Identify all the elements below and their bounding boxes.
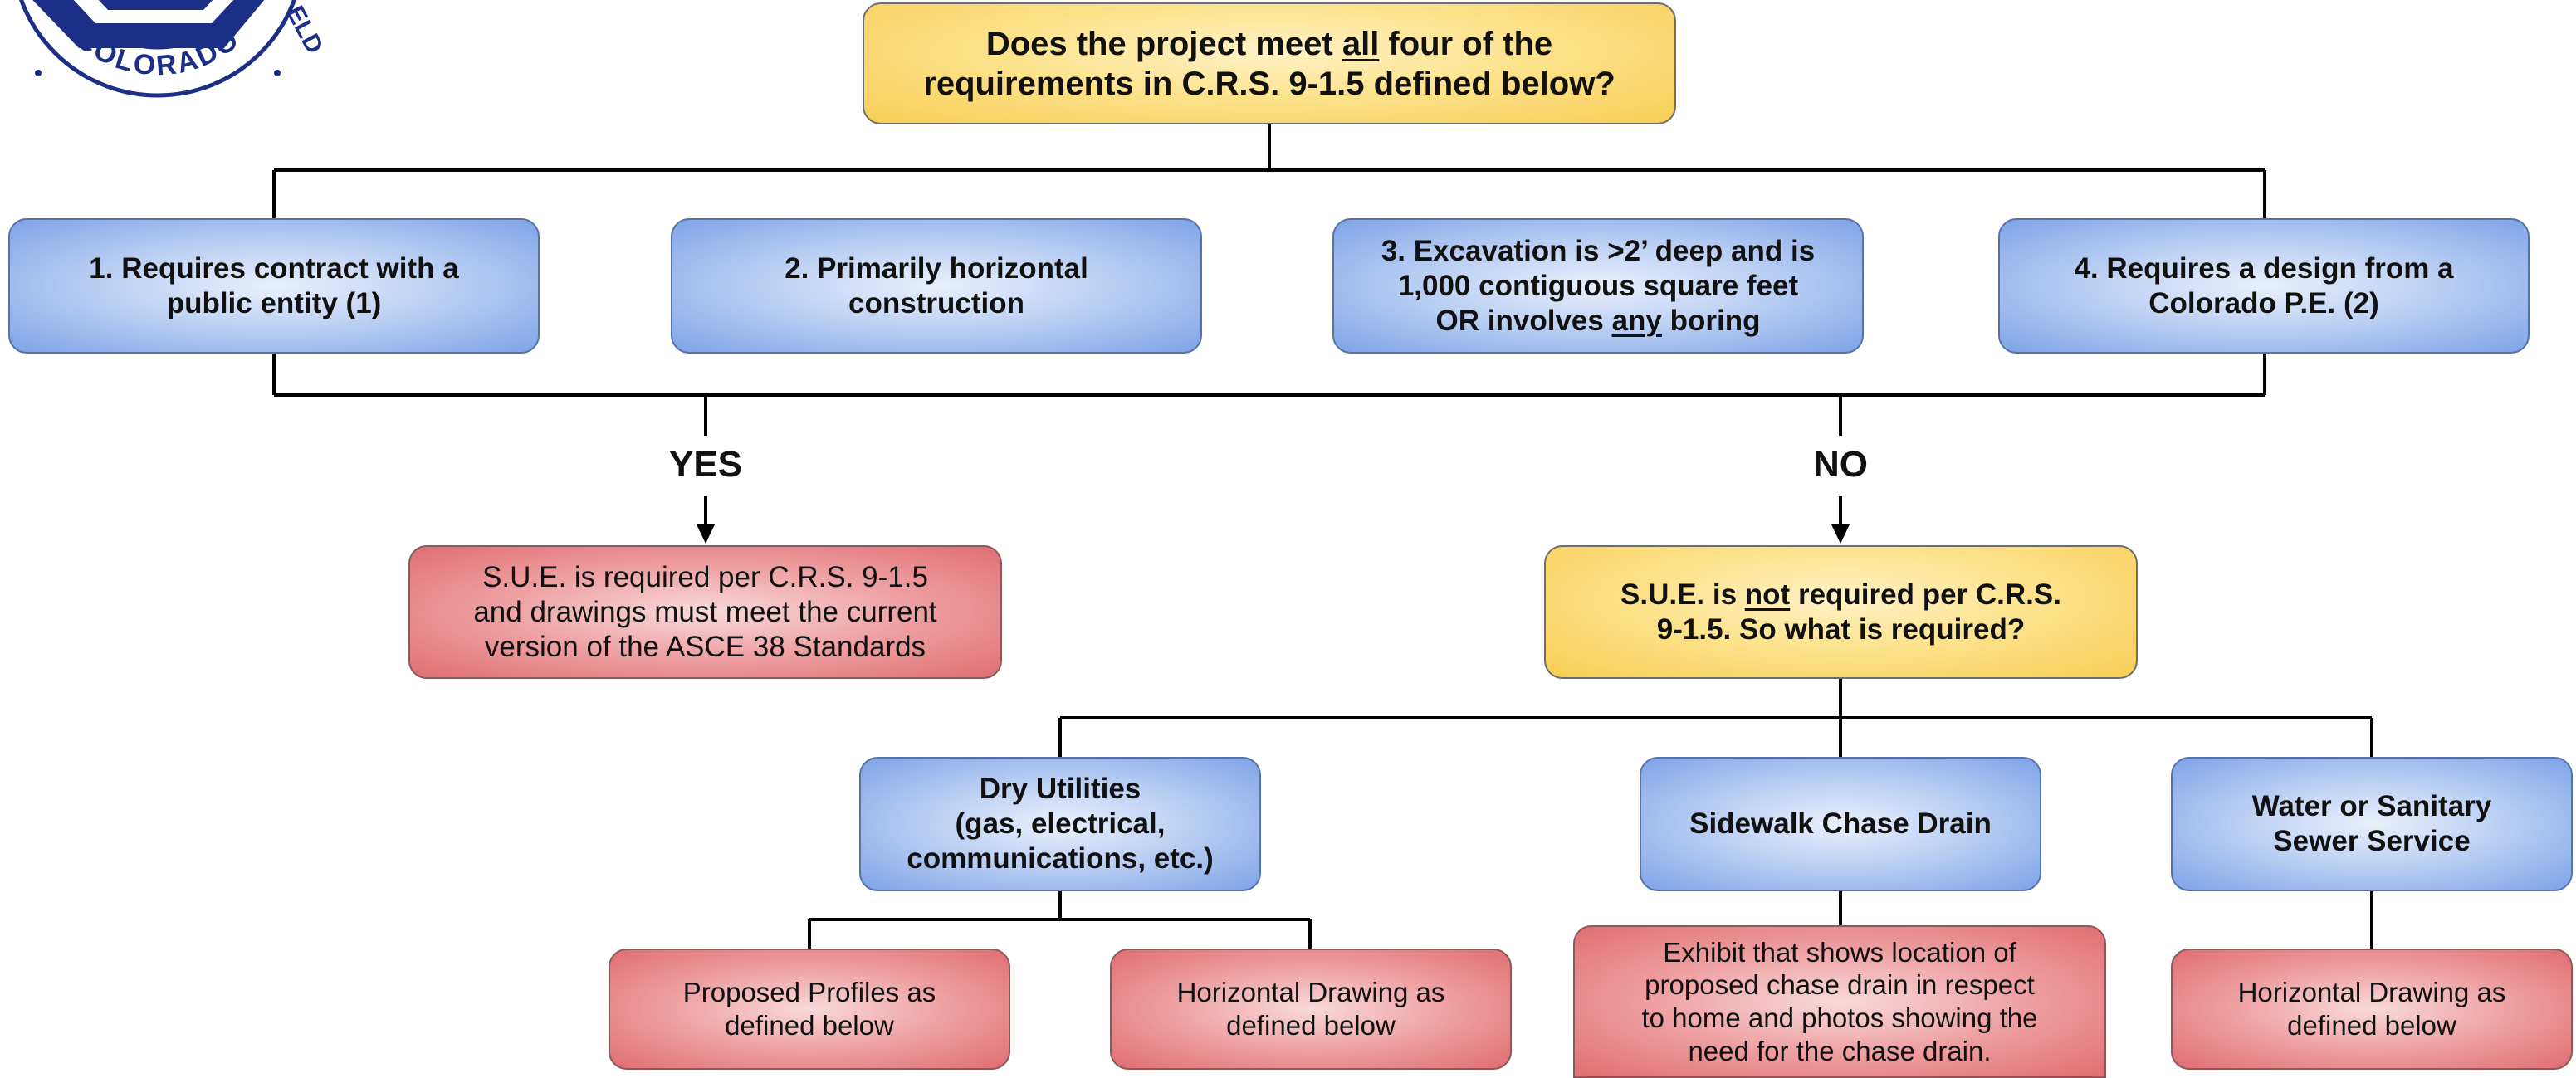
- sidewalk-chase-drain-box: Sidewalk Chase Drain: [1640, 757, 2041, 891]
- dry-utilities-box: Dry Utilities(gas, electrical,communicat…: [859, 757, 1261, 891]
- yes-label: YES: [623, 446, 789, 483]
- sue-not-required-box: S.U.E. is not required per C.R.S.9-1.5. …: [1544, 545, 2138, 679]
- svg-text:ELD: ELD: [281, 2, 328, 58]
- main-question-box: Does the project meet all four of the re…: [863, 2, 1676, 124]
- main-question-text: Does the project meet all four of the re…: [923, 25, 1615, 102]
- no-label: NO: [1757, 446, 1923, 483]
- colorado-seal-logo: COLORADO ELD: [19, 0, 329, 98]
